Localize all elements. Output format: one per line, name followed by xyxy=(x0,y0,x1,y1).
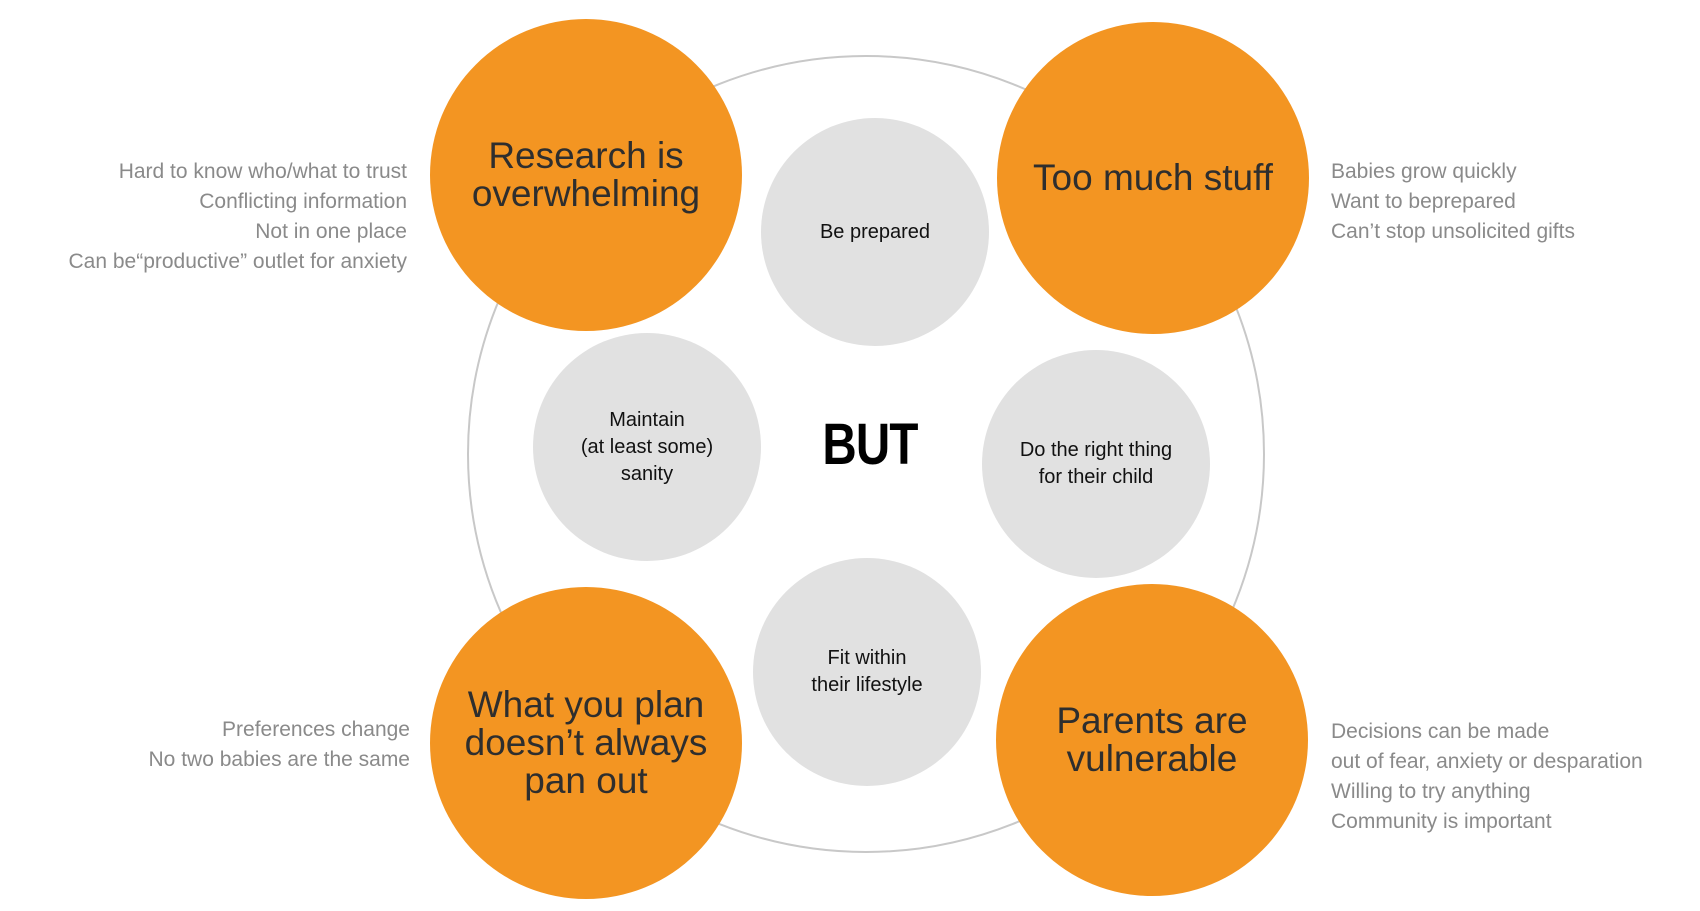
goal-maintain-line-1: Maintain xyxy=(609,408,685,431)
goal-fit-line-2: their lifestyle xyxy=(811,674,923,696)
note-line: Willing to try anything xyxy=(1331,780,1531,803)
goal-maintain-line-3: sanity xyxy=(620,462,674,485)
goal-fit-lifestyle-label: Fit within their lifestyle xyxy=(811,645,922,699)
note-line: Babies grow quickly xyxy=(1331,160,1517,183)
goal-fit-line-1: Fit within xyxy=(827,647,907,669)
note-line: No two babies are the same xyxy=(148,748,410,771)
challenge-too-much-stuff: Too much stuff xyxy=(997,22,1309,334)
challenge-vulnerable-label: Parents are vulnerable xyxy=(1056,700,1248,779)
note-line: Community is important xyxy=(1331,810,1552,833)
goal-maintain-sanity: Maintain (at least some) sanity xyxy=(533,333,761,561)
notes-vulnerable: Decisions can be made out of fear, anxie… xyxy=(1331,717,1643,837)
note-line: Can’t stop unsolicited gifts xyxy=(1331,220,1575,243)
challenge-stuff-label: Too much stuff xyxy=(1033,157,1273,198)
challenge-research-overwhelming: Research is overwhelming xyxy=(430,19,742,331)
note-line: Not in one place xyxy=(255,220,407,243)
goal-right-thing: Do the right thing for their child xyxy=(982,350,1210,578)
note-line: Decisions can be made xyxy=(1331,720,1550,743)
goal-be-prepared: Be prepared xyxy=(761,118,989,346)
note-line: Can be“productive” outlet for anxiety xyxy=(68,250,407,273)
goal-right-thing-line-2: for their child xyxy=(1038,466,1154,488)
goal-be-prepared-label: Be prepared xyxy=(819,220,931,243)
outer-ring xyxy=(467,55,1265,853)
note-line: Want to beprepared xyxy=(1331,190,1516,213)
goal-maintain-line-2: (at least some) xyxy=(580,435,714,458)
notes-stuff: Babies grow quickly Want to beprepared C… xyxy=(1331,157,1575,247)
goal-maintain-sanity-label: Maintain (at least some) sanity xyxy=(581,407,713,488)
goal-fit-lifestyle: Fit within their lifestyle xyxy=(753,558,981,786)
challenge-parents-vulnerable: Parents are vulnerable xyxy=(996,584,1308,896)
goal-right-thing-label: Do the right thing for their child xyxy=(1020,437,1172,491)
note-line: Conflicting information xyxy=(199,190,407,213)
goal-right-thing-line-1: Do the right thing xyxy=(1019,439,1173,461)
center-but-label: BUT xyxy=(822,412,918,477)
challenge-plans-change: What you plan doesn’t always pan out xyxy=(430,587,742,899)
challenge-research-label: Research is overwhelming xyxy=(471,135,701,214)
note-line: Preferences change xyxy=(222,718,410,741)
notes-research: Hard to know who/what to trust Conflicti… xyxy=(68,157,407,277)
notes-plans: Preferences change No two babies are the… xyxy=(149,715,410,775)
note-line: out of fear, anxiety or desparation xyxy=(1331,750,1643,773)
note-line: Hard to know who/what to trust xyxy=(118,160,407,183)
challenge-plans-label: What you plan doesn’t always pan out xyxy=(464,684,708,801)
